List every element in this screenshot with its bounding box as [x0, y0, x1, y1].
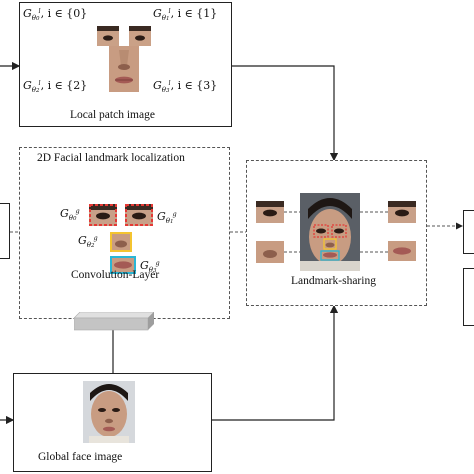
sharing-inner-connectors [284, 211, 388, 253]
global-label-0: Gθ0g [60, 207, 80, 222]
sharing-eye-right [388, 201, 416, 223]
arrow-global-to-sharing [212, 304, 339, 421]
right-output-box-bottom-partial [463, 268, 474, 326]
local-label-0: Gθ0l, i ∈ {0} [23, 7, 88, 22]
left-input-box-partial [0, 203, 10, 259]
sharing-nose [256, 241, 284, 263]
right-output-box-top-partial [463, 210, 474, 254]
global-label-3: Gθ3g [140, 259, 160, 274]
local-patch-panel: Gθ0l, i ∈ {0} Gθ1l, i ∈ {1} Gθ2l, i ∈ {2… [19, 2, 232, 127]
local-label-3: Gθ3l, i ∈ {3} [153, 79, 218, 94]
landmark-sharing-panel: Landmark-sharing [246, 160, 427, 306]
local-patch-caption: Local patch image [70, 109, 155, 121]
local-patch-face-image [97, 26, 151, 92]
nose-patch [110, 232, 132, 252]
global-label-1: Gθ1g [157, 210, 177, 225]
global-face-caption: Global face image [38, 451, 123, 463]
sharing-eye-left [256, 201, 284, 223]
global-face-image [83, 381, 135, 443]
local-label-2: Gθ2l, i ∈ {2} [23, 79, 88, 94]
global-label-2: Gθ2g [78, 234, 98, 249]
convolution-layer-block [74, 312, 154, 331]
sharing-face-image [300, 193, 360, 271]
global-face-panel: Global face image [13, 373, 212, 472]
localization-panel: 2D Facial landmark localization Gθ0g Gθ1… [19, 147, 230, 319]
mouth-patch [110, 256, 136, 274]
arrow-local-to-sharing [232, 65, 339, 162]
localization-title: 2D Facial landmark localization [37, 152, 185, 164]
convolution-layer-caption: Convolution-Layer [71, 269, 160, 281]
sharing-mouth [388, 241, 416, 261]
landmark-sharing-caption: Landmark-sharing [291, 275, 376, 287]
local-label-1: Gθ1l, i ∈ {1} [153, 7, 218, 22]
eye-patch-right [125, 204, 153, 226]
eye-patch-left [89, 204, 117, 226]
